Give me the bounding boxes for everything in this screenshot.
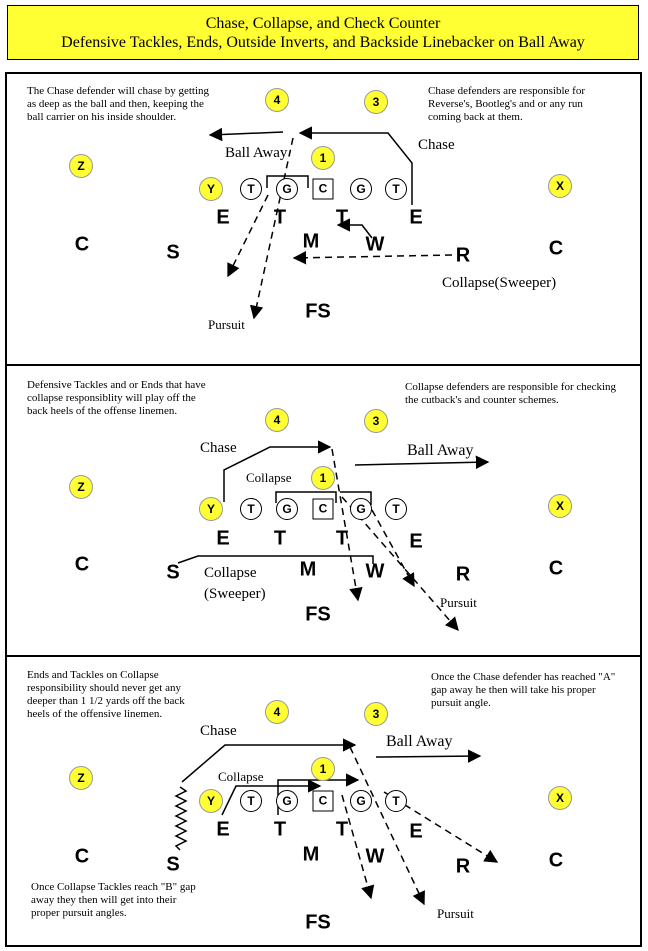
panel2-1-defender-marker: 1 xyxy=(311,466,335,490)
panel1-offense-tackle-left: T xyxy=(240,178,262,200)
panel2-def-e-left: E xyxy=(216,527,230,550)
panel2-def-t-left: T xyxy=(273,527,287,550)
panel1-label-ball-away: Ball Away xyxy=(225,145,288,161)
panel1-x-defender-marker: X xyxy=(548,174,572,198)
panel3-def-m: M xyxy=(302,843,320,866)
panel2-offense-tackle-right: T xyxy=(385,498,407,520)
panel2-offense-guard-right: G xyxy=(350,498,372,520)
panel1-1-defender-marker: 1 xyxy=(311,146,335,170)
panel2-x-defender-marker: X xyxy=(548,494,572,518)
panel3-note-left: Ends and Tackles on Collapse responsibil… xyxy=(27,669,185,720)
panel3-offense-tackle-left: T xyxy=(240,790,262,812)
panel1-3-defender-marker: 3 xyxy=(364,90,388,114)
panel1-z-defender-marker: Z xyxy=(69,154,93,178)
panel1-4-defender-marker: 4 xyxy=(265,88,289,112)
panel1-y-defender-marker: Y xyxy=(199,177,223,201)
panel2-3-defender-marker: 3 xyxy=(364,409,388,433)
panel2-label-collapse: Collapse xyxy=(246,470,292,485)
panel1-label-chase: Chase xyxy=(418,137,455,153)
panel2-4-defender-marker: 4 xyxy=(265,408,289,432)
panel3-def-r: R xyxy=(455,855,471,878)
title-line-2: Defensive Tackles, Ends, Outside Inverts… xyxy=(61,34,585,51)
panel3-def-s: S xyxy=(166,853,180,876)
panel3-label-ball-away: Ball Away xyxy=(386,733,453,750)
panel2-def-e-right: E xyxy=(409,530,423,553)
panel2-def-s: S xyxy=(166,561,180,584)
panel2-def-c-left: C xyxy=(74,553,90,576)
panel2-def-fs: FS xyxy=(305,603,331,626)
panel2-label-chase: Chase xyxy=(200,440,237,456)
panel2-label-pursuit: Pursuit xyxy=(440,595,477,610)
panel2-label-collapse-sweeper-1: Collapse xyxy=(204,565,257,581)
panel1-def-t-right: T xyxy=(335,206,349,229)
panel2-def-t-right: T xyxy=(335,527,349,550)
panel3-label-collapse: Collapse xyxy=(218,769,264,784)
panel1-offense-guard-right: G xyxy=(350,178,372,200)
panel3-note-right: Once the Chase defender has reached "A" … xyxy=(431,671,616,709)
panel3-offense-guard-right: G xyxy=(350,790,372,812)
panel1-def-fs: FS xyxy=(305,300,331,323)
panel3-def-c-left: C xyxy=(74,845,90,868)
panel3-def-e-right: E xyxy=(409,820,423,843)
panel3-z-defender-marker: Z xyxy=(69,766,93,790)
panel2-z-defender-marker: Z xyxy=(69,475,93,499)
panel2-note-right: Collapse defenders are responsible for c… xyxy=(405,381,617,406)
panel2-note-left: Defensive Tackles and or Ends that have … xyxy=(27,379,206,417)
panel2-offense-guard-left: G xyxy=(276,498,298,520)
title-line-1: Chase, Collapse, and Check Counter xyxy=(205,15,441,32)
panel1-label-pursuit: Pursuit xyxy=(208,317,245,332)
panel3-y-defender-marker: Y xyxy=(199,789,223,813)
panel2-y-defender-marker: Y xyxy=(199,497,223,521)
panel2-label-collapse-sweeper-2: (Sweeper) xyxy=(204,586,266,602)
panel1-offense-guard-left: G xyxy=(276,178,298,200)
panel3-def-t-left: T xyxy=(273,818,287,841)
panel1-note-right: Chase defenders are responsible for Reve… xyxy=(428,85,585,123)
panel1-def-w: W xyxy=(365,233,385,256)
panel3-def-c-right: C xyxy=(548,849,564,872)
panel3-def-t-right: T xyxy=(335,818,349,841)
panel2-def-r: R xyxy=(455,563,471,586)
panel2-offense-tackle-left: T xyxy=(240,498,262,520)
panel1-def-r: R xyxy=(455,244,471,267)
panel3-offense-center: C xyxy=(312,790,334,812)
panel3-offense-tackle-right: T xyxy=(385,790,407,812)
panel1-def-t-left: T xyxy=(273,206,287,229)
panel3-1-defender-marker: 1 xyxy=(311,757,335,781)
panel1-note-left: The Chase defender will chase by getting… xyxy=(27,85,210,123)
panel3-label-chase: Chase xyxy=(200,723,237,739)
panel3-offense-guard-left: G xyxy=(276,790,298,812)
panel3-def-w: W xyxy=(365,845,385,868)
panel3-x-defender-marker: X xyxy=(548,786,572,810)
panel2-def-w: W xyxy=(365,560,385,583)
panel1-def-c-left: C xyxy=(74,233,90,256)
panel1-def-e-right: E xyxy=(409,206,423,229)
title-banner: Chase, Collapse, and Check Counter Defen… xyxy=(7,5,639,60)
panel1-label-collapse-sweeper: Collapse(Sweeper) xyxy=(442,275,557,291)
panel2-def-m: M xyxy=(299,558,317,581)
panel2-def-c-right: C xyxy=(548,557,564,580)
panel1-def-m: M xyxy=(302,230,320,253)
panel3-label-pursuit: Pursuit xyxy=(437,906,474,921)
panel-check xyxy=(5,655,642,947)
panel2-offense-center: C xyxy=(312,498,334,520)
panel3-def-fs: FS xyxy=(305,911,331,934)
panel3-3-defender-marker: 3 xyxy=(364,702,388,726)
panel2-label-ball-away: Ball Away xyxy=(407,442,474,459)
panel1-def-s: S xyxy=(166,241,180,264)
panel1-def-c-right: C xyxy=(548,237,564,260)
panel1-def-e-left: E xyxy=(216,206,230,229)
panel1-offense-center: C xyxy=(312,178,334,200)
panel3-4-defender-marker: 4 xyxy=(265,700,289,724)
panel3-def-e-left: E xyxy=(216,818,230,841)
panel1-offense-tackle-right: T xyxy=(385,178,407,200)
panel3-note-bottom: Once Collapse Tackles reach "B" gap away… xyxy=(31,881,196,919)
